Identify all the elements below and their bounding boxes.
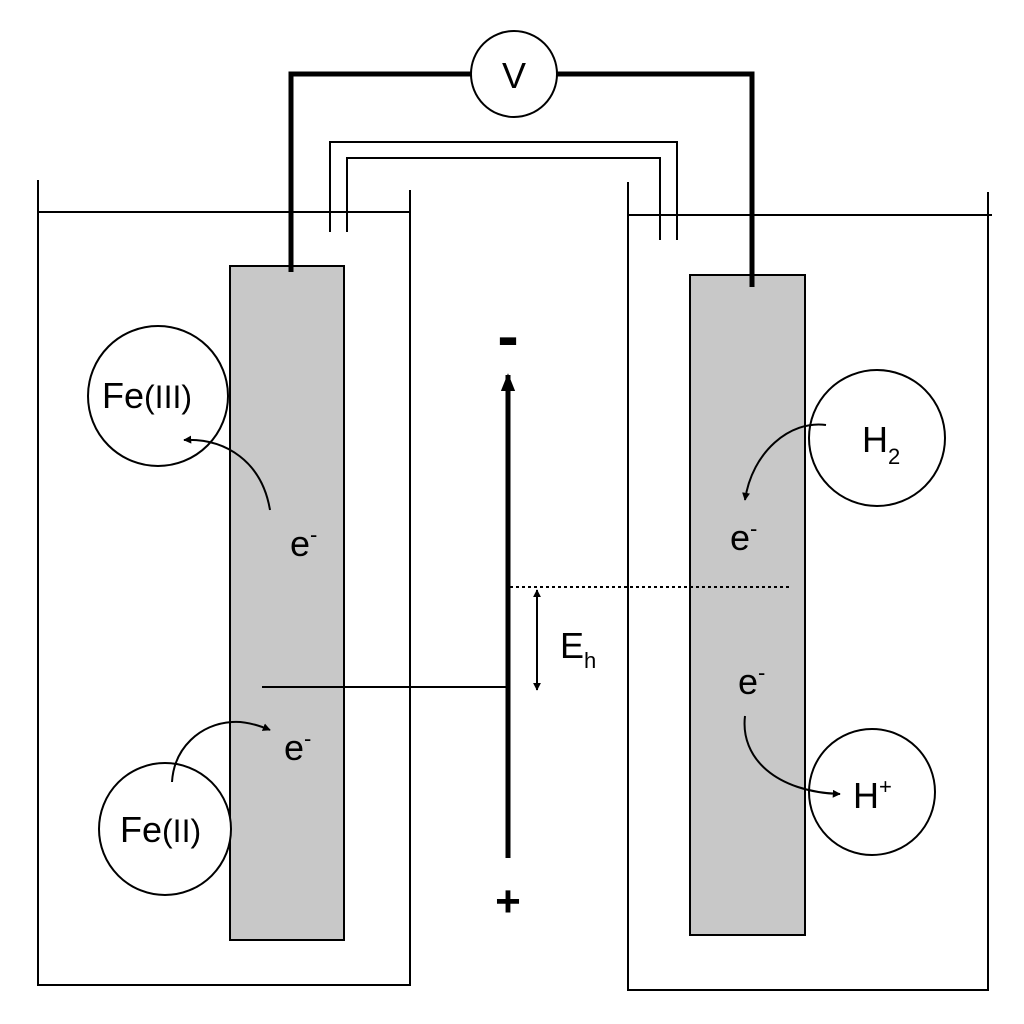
fe-iii-label: Fe(III) xyxy=(102,375,192,416)
left-electrode xyxy=(229,265,345,941)
left-beaker xyxy=(37,180,411,986)
fe-ii-circle xyxy=(98,762,232,896)
external-wire xyxy=(288,71,472,272)
h2-circle xyxy=(808,369,946,507)
right-electron-lower: e- xyxy=(738,660,765,702)
fe-iii-circle xyxy=(87,325,229,467)
salt-bridge xyxy=(329,141,678,240)
right-beaker xyxy=(627,182,992,991)
arrow-electron-to-h-plus xyxy=(743,715,841,798)
right-electrode xyxy=(689,274,806,936)
fe-ii-label: Fe(II) xyxy=(120,809,201,850)
eh-label: Eh xyxy=(560,625,596,673)
h-plus-label: H+ xyxy=(853,774,892,816)
voltmeter: V xyxy=(470,30,558,118)
external-wire-right xyxy=(556,71,755,287)
arrow-fe-ii-to-electrode xyxy=(171,720,271,783)
arrow-h2-to-electrode xyxy=(742,423,827,501)
axis-negative-label: - xyxy=(497,300,518,372)
voltmeter-label: V xyxy=(502,55,526,96)
left-electron-lower: e- xyxy=(284,726,311,768)
right-electron-upper: e- xyxy=(730,516,757,558)
left-electron-upper: e- xyxy=(290,522,317,564)
h-plus-circle xyxy=(808,728,936,856)
axis-positive-label: + xyxy=(495,877,521,926)
arrow-electron-to-fe-iii xyxy=(183,435,271,511)
h2-label: H2 xyxy=(862,419,900,469)
